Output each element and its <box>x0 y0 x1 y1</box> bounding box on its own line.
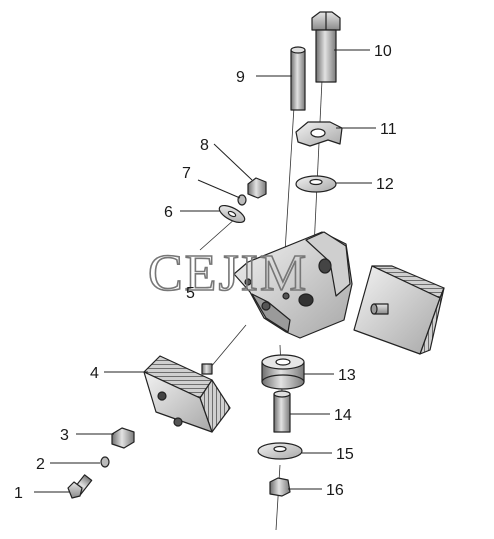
callout-1: 1 <box>14 485 23 502</box>
callout-6: 6 <box>164 204 173 221</box>
bolt-part-1 <box>67 474 93 499</box>
leader-lines <box>34 49 376 493</box>
callout-7: 7 <box>182 165 191 182</box>
callout-13: 13 <box>338 367 356 384</box>
callout-2: 2 <box>36 456 45 473</box>
nut-part-3 <box>111 427 135 449</box>
watermark: CEJIM <box>148 245 308 302</box>
rubber-mount-block-right <box>353 265 445 355</box>
clip-bracket-part-11 <box>295 121 343 147</box>
callout-3: 3 <box>60 427 69 444</box>
callout-labels: 1 2 3 4 5 6 7 8 9 10 11 12 13 14 15 16 <box>14 43 397 502</box>
washer-part-12 <box>295 175 337 193</box>
callout-14: 14 <box>334 407 352 424</box>
nut-part-16 <box>269 477 291 497</box>
callout-10: 10 <box>374 43 392 60</box>
callout-4: 4 <box>90 365 99 382</box>
callout-16: 16 <box>326 482 344 499</box>
bolt-long-part-10 <box>311 11 341 83</box>
callout-11: 11 <box>380 121 397 138</box>
flat-washer-part-6 <box>218 204 246 224</box>
nut-part-8 <box>247 177 267 199</box>
spring-washer-part-7 <box>237 194 247 206</box>
bushing-part-13 <box>261 354 305 390</box>
callout-12: 12 <box>376 176 394 193</box>
mounting-bracket-part-5 <box>233 231 353 339</box>
washer-part-15 <box>257 442 303 460</box>
callout-15: 15 <box>336 446 354 463</box>
callout-8: 8 <box>200 137 209 154</box>
sleeve-part-14 <box>273 390 291 433</box>
stud-part-9 <box>290 46 306 111</box>
callout-9: 9 <box>236 69 245 86</box>
spring-washer-part-2 <box>100 456 110 468</box>
rubber-mount-block-part-4 <box>143 355 231 433</box>
callout-5: 5 <box>186 285 195 302</box>
